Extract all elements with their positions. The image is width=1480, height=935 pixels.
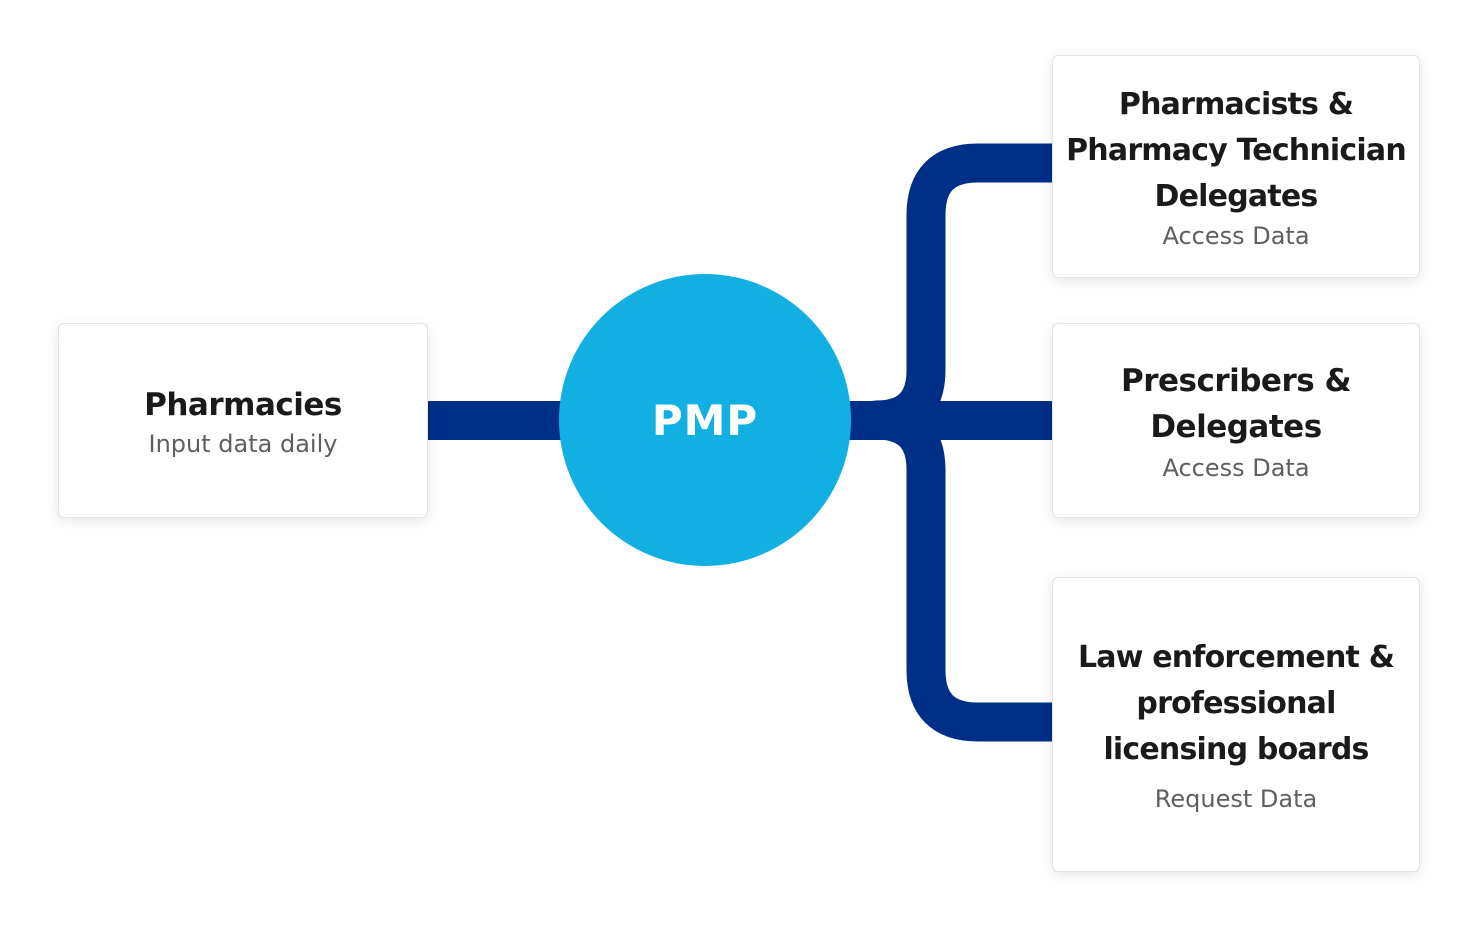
law-title-line-2: professional: [1136, 685, 1336, 721]
pharmacists-title-line-3: Delegates: [1154, 178, 1319, 214]
law-subtitle: Request Data: [1154, 784, 1318, 813]
law-title-line-3: licensing boards: [1103, 731, 1369, 767]
connector-brace: [856, 143, 1052, 742]
prescribers-card: Prescribers & Delegates Access Data: [1052, 323, 1420, 518]
connector-pharmacies: [428, 401, 563, 440]
prescribers-title-line-2: Delegates: [1150, 408, 1322, 445]
pharmacies-card: Pharmacies Input data daily: [58, 323, 428, 518]
law-enforcement-card: Law enforcement & professional licensing…: [1052, 577, 1420, 872]
pmp-hub-circle: PMP: [559, 274, 851, 566]
pharmacists-card: Pharmacists & Pharmacy Technician Delega…: [1052, 55, 1420, 278]
pharmacies-subtitle: Input data daily: [148, 429, 338, 458]
pharmacists-title-line-2: Pharmacy Technician: [1066, 132, 1407, 168]
pharmacies-title: Pharmacies: [144, 386, 342, 423]
prescribers-subtitle: Access Data: [1162, 453, 1310, 482]
pharmacists-subtitle: Access Data: [1162, 221, 1310, 250]
pharmacists-title-line-1: Pharmacists &: [1118, 86, 1354, 122]
prescribers-title-line-1: Prescribers &: [1120, 362, 1352, 399]
connector-prescribers: [926, 401, 1054, 440]
pmp-hub-label: PMP: [651, 395, 759, 445]
law-title-line-1: Law enforcement &: [1077, 639, 1395, 675]
